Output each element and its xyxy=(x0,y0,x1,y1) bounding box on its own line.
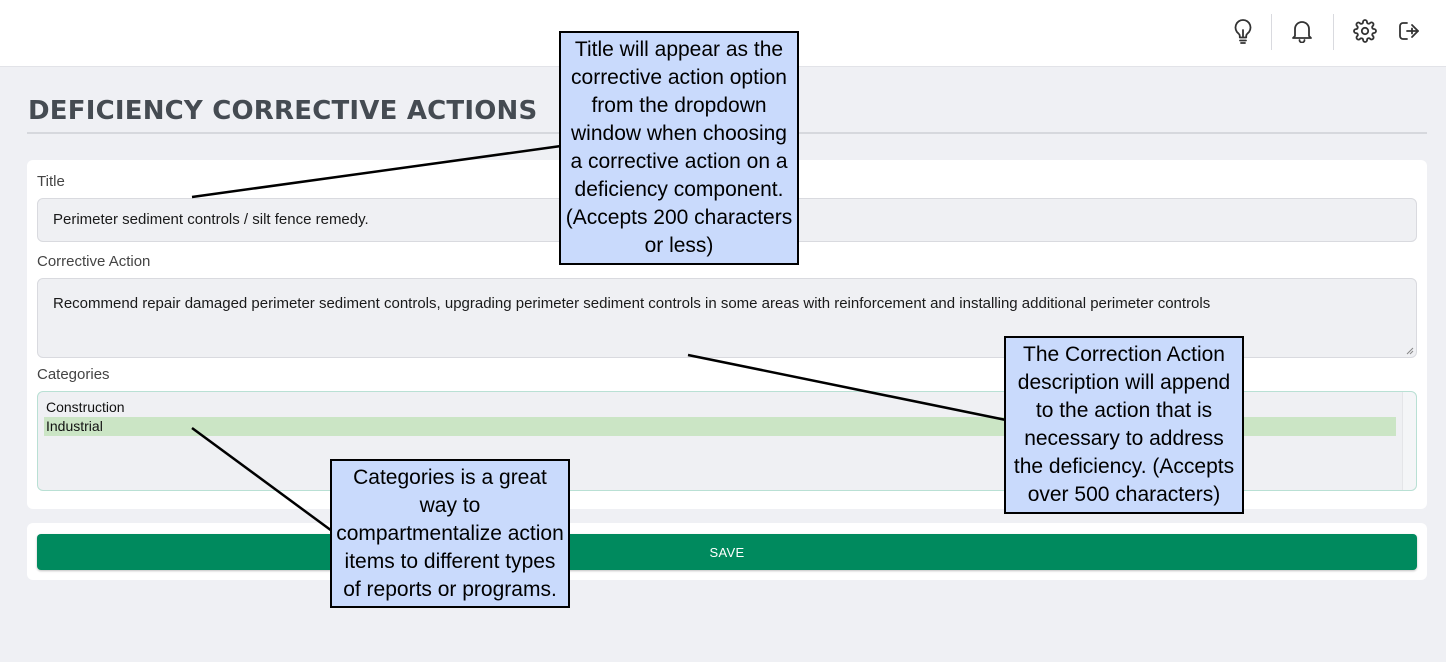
categories-scrollbar[interactable] xyxy=(1402,392,1416,490)
corrective-action-textarea[interactable]: Recommend repair damaged perimeter sedim… xyxy=(37,278,1417,358)
corrective-action-callout: The Correction Action description will a… xyxy=(1004,336,1244,514)
title-callout: Title will appear as the corrective acti… xyxy=(559,31,799,265)
page-title: DEFICIENCY CORRECTIVE ACTIONS xyxy=(28,96,538,126)
header-divider xyxy=(1333,14,1334,50)
gear-icon[interactable] xyxy=(1350,16,1380,46)
bell-icon[interactable] xyxy=(1287,16,1317,46)
corrective-action-label: Corrective Action xyxy=(37,253,151,270)
title-callout-text: Title will appear as the corrective acti… xyxy=(565,38,793,257)
resize-grip-icon[interactable] xyxy=(1406,347,1414,355)
category-option-construction[interactable]: Construction xyxy=(46,399,125,415)
corrective-action-callout-text: The Correction Action description will a… xyxy=(1013,343,1235,506)
save-card: SAVE xyxy=(27,523,1427,580)
categories-callout-text: Categories is a great way to compartment… xyxy=(336,465,564,601)
categories-callout: Categories is a great way to compartment… xyxy=(330,459,570,608)
categories-label: Categories xyxy=(37,366,110,383)
logout-icon[interactable] xyxy=(1395,16,1425,46)
corrective-action-text: Recommend repair damaged perimeter sedim… xyxy=(53,295,1211,312)
lightbulb-icon[interactable] xyxy=(1228,16,1258,46)
header-divider xyxy=(1271,14,1272,50)
save-button[interactable]: SAVE xyxy=(37,534,1417,570)
title-label: Title xyxy=(37,173,65,190)
